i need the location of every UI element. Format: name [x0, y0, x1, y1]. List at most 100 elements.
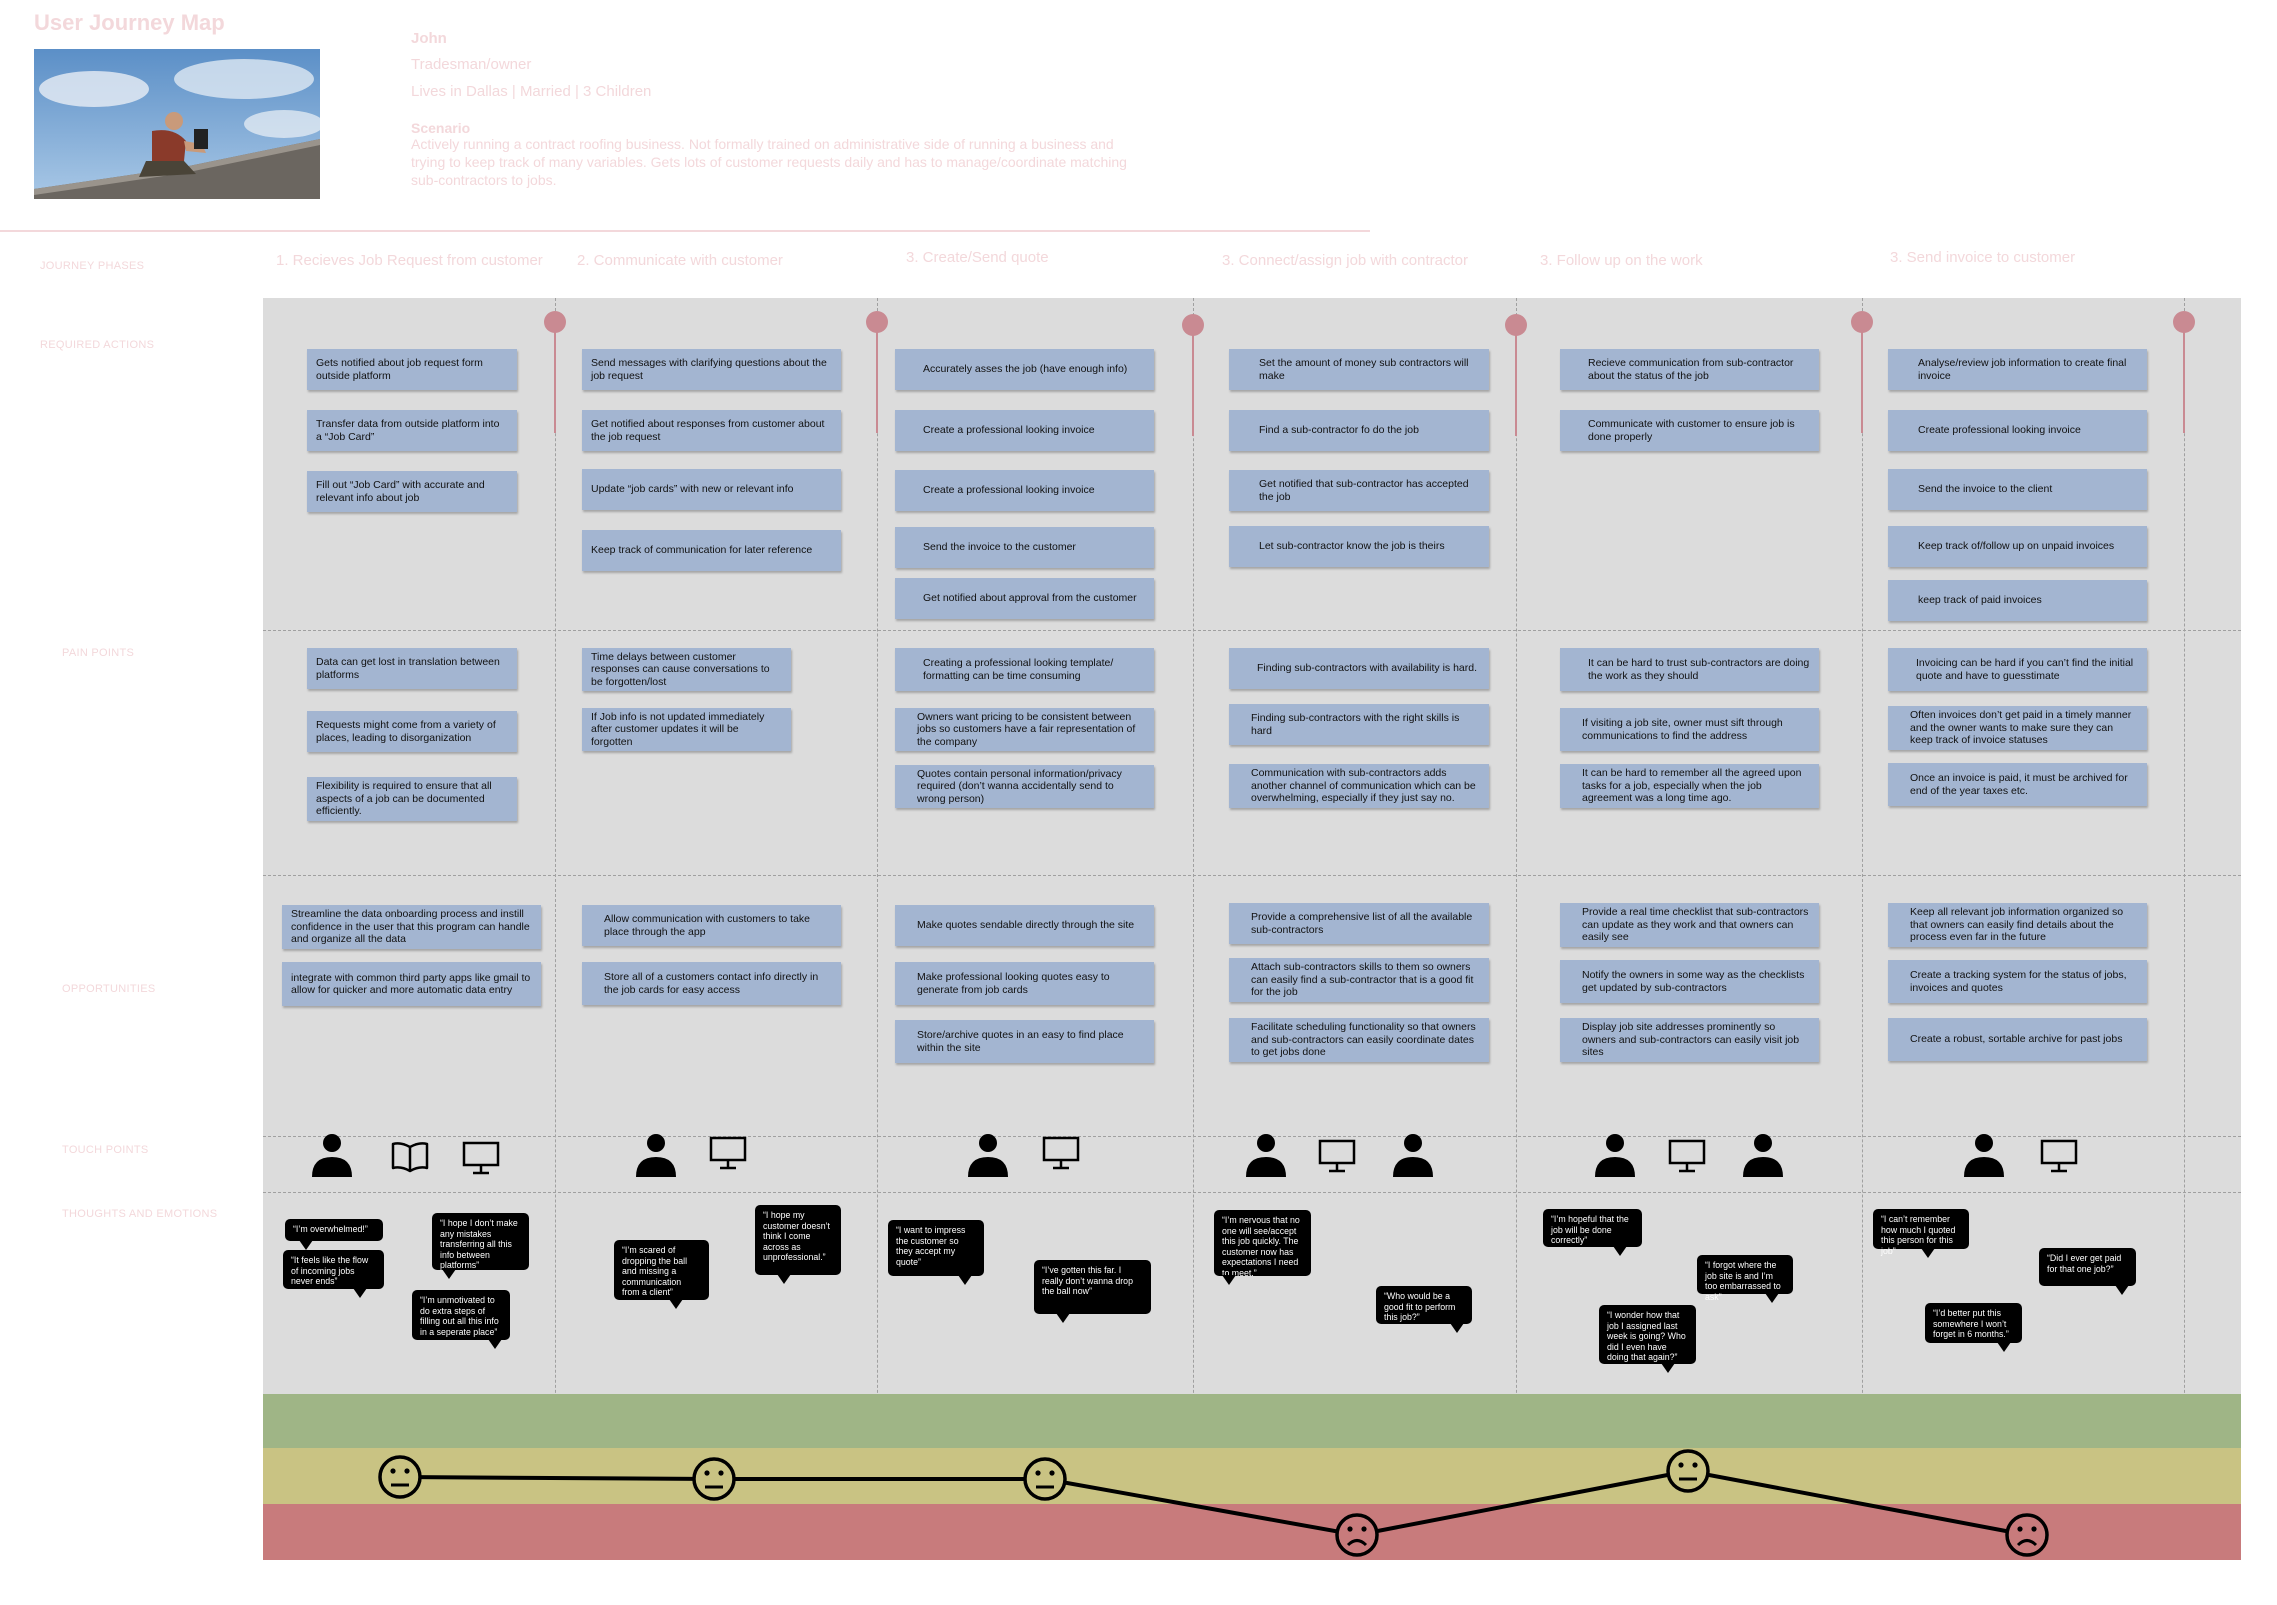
opportunity-card: Create a tracking system for the status … [1888, 960, 2147, 1003]
phase-pin [2173, 311, 2195, 433]
lane-label-opportunities: OPPORTUNITIES [62, 983, 156, 995]
pain-card: Flexibility is required to ensure that a… [307, 777, 517, 821]
persona-name: John [411, 30, 447, 47]
pain-card: Finding sub-contractors with availabilit… [1229, 648, 1489, 689]
thought-text: “I’ve gotten this far. I really don’t wa… [1042, 1265, 1133, 1296]
header-divider [0, 230, 1370, 232]
opportunity-card: Attach sub-contractors skills to them so… [1229, 958, 1489, 1002]
opportunity-card: Create a robust, sortable archive for pa… [1888, 1018, 2147, 1061]
neutral-face-icon [378, 1455, 422, 1499]
phase-header: 3. Create/Send quote [906, 249, 1049, 266]
lane-divider [263, 1192, 2241, 1193]
pain-card: It can be hard to remember all the agree… [1560, 764, 1819, 808]
action-card: Send messages with clarifying questions … [582, 349, 841, 390]
action-card: Communicate with customer to ensure job … [1560, 410, 1819, 451]
action-card: Fill out “Job Card” with accurate and re… [307, 471, 517, 512]
thought-text: “I forgot where the job site is and I’m … [1705, 1260, 1781, 1302]
opportunity-card: Allow communication with customers to ta… [582, 905, 841, 946]
phase-divider [1193, 298, 1194, 1498]
thought-text: “I’d better put this somewhere I won’t f… [1933, 1308, 2009, 1339]
action-card: Gets notified about job request form out… [307, 349, 517, 390]
phase-pin [866, 311, 888, 433]
monitor-icon [1318, 1139, 1356, 1173]
thought-bubble: “I’m unmotivated to do extra steps of fi… [412, 1290, 510, 1349]
person-icon [312, 1134, 352, 1177]
thought-bubble: “I want to impress the customer so they … [888, 1220, 984, 1285]
pain-card: Owners want pricing to be consistent bet… [895, 708, 1154, 751]
neutral-face-icon [1023, 1457, 1067, 1501]
thought-text: “I’m scared of dropping the ball and mis… [622, 1245, 688, 1297]
action-card: Get notified about approval from the cus… [895, 578, 1154, 619]
thought-text: “I hope I don’t make any mistakes transf… [440, 1218, 518, 1270]
action-card: Set the amount of money sub contractors … [1229, 349, 1489, 390]
action-card: Create professional looking invoice [1888, 410, 2147, 451]
thought-text: “I’m hopeful that the job will be done c… [1551, 1214, 1629, 1245]
action-card: Keep track of/follow up on unpaid invoic… [1888, 526, 2147, 567]
thought-bubble: “I’m overwhelmed!” [285, 1219, 383, 1250]
thought-bubble: “I can’t remember how much I quoted this… [1873, 1209, 1969, 1258]
thought-bubble: “I’m nervous that no one will see/accept… [1214, 1210, 1311, 1285]
action-card: Recieve communication from sub-contracto… [1560, 349, 1819, 390]
pain-card: Communication with sub-contractors adds … [1229, 764, 1489, 808]
lane-divider [263, 875, 2241, 876]
monitor-icon [1668, 1139, 1706, 1173]
emotion-band-positive [263, 1394, 2241, 1448]
phase-pin [1182, 314, 1204, 436]
pain-card: Time delays between customer responses c… [582, 648, 791, 691]
phase-pin [1851, 311, 1873, 433]
opportunity-card: Make professional looking quotes easy to… [895, 962, 1154, 1005]
pain-card: Finding sub-contractors with the right s… [1229, 704, 1489, 745]
thought-bubble: “I’ve gotten this far. I really don’t wa… [1034, 1260, 1151, 1323]
action-card: Update “job cards” with new or relevant … [582, 469, 841, 510]
phase-divider [1862, 298, 1863, 1498]
pain-card: Once an invoice is paid, it must be arch… [1888, 763, 2147, 806]
phase-pin [1505, 314, 1527, 436]
action-card: Get notified about responses from custom… [582, 410, 841, 451]
lane-label-pain-points: PAIN POINTS [62, 647, 135, 659]
pain-card: It can be hard to trust sub-contractors … [1560, 648, 1819, 691]
book-icon [391, 1142, 429, 1173]
person-icon [1743, 1134, 1783, 1177]
action-card: Analyse/review job information to create… [1888, 349, 2147, 390]
action-card: Create a professional looking invoice [895, 470, 1154, 511]
pain-card: Often invoices don’t get paid in a timel… [1888, 706, 2147, 750]
opportunity-card: Facilitate scheduling functionality so t… [1229, 1018, 1489, 1062]
scenario-text: Actively running a contract roofing busi… [411, 136, 1127, 188]
monitor-icon [1042, 1136, 1080, 1170]
thought-bubble: “It feels like the flow of incoming jobs… [283, 1250, 384, 1298]
thought-bubble: “I’d better put this somewhere I won’t f… [1925, 1303, 2022, 1352]
lane-label-phases: JOURNEY PHASES [40, 260, 145, 272]
thought-text: “I hope my customer doesn’t think I come… [763, 1210, 830, 1262]
lane-divider [263, 1136, 2241, 1137]
emotion-band-neutral [263, 1448, 2241, 1504]
phase-header: 3. Send invoice to customer [1890, 249, 2076, 266]
thought-bubble: “I’m scared of dropping the ball and mis… [614, 1240, 709, 1309]
opportunity-card: Store/archive quotes in an easy to find … [895, 1020, 1154, 1063]
phase-header: 2. Communicate with customer [577, 252, 783, 269]
pain-card: Data can get lost in translation between… [307, 648, 517, 689]
thought-text: “Who would be a good fit to perform this… [1384, 1291, 1456, 1322]
opportunity-card: Streamline the data onboarding process a… [282, 905, 541, 949]
person-icon [636, 1134, 676, 1177]
action-card: Get notified that sub-contractor has acc… [1229, 470, 1489, 511]
sad-face-icon [1335, 1513, 1379, 1557]
neutral-face-icon [1666, 1449, 1710, 1493]
phase-divider [2184, 298, 2185, 1498]
thought-bubble: “Did I ever get paid for that one job?” [2039, 1248, 2136, 1295]
action-card: Create a professional looking invoice [895, 410, 1154, 451]
person-icon [1595, 1134, 1635, 1177]
opportunity-card: Store all of a customers contact info di… [582, 962, 841, 1005]
thought-text: “I wonder how that job I assigned last w… [1607, 1310, 1686, 1362]
action-card: Send the invoice to the client [1888, 469, 2147, 510]
thought-text: “I’m unmotivated to do extra steps of fi… [420, 1295, 499, 1337]
thought-text: “I want to impress the customer so they … [896, 1225, 966, 1267]
person-icon [1964, 1134, 2004, 1177]
phase-divider [1516, 298, 1517, 1498]
thought-text: “I can’t remember how much I quoted this… [1881, 1214, 1956, 1256]
person-icon [1393, 1134, 1433, 1177]
action-card: Accurately asses the job (have enough in… [895, 349, 1154, 390]
lane-label-actions: REQUIRED ACTIONS [40, 339, 155, 351]
page-title: User Journey Map [34, 10, 225, 35]
opportunity-card: integrate with common third party apps l… [282, 962, 541, 1006]
